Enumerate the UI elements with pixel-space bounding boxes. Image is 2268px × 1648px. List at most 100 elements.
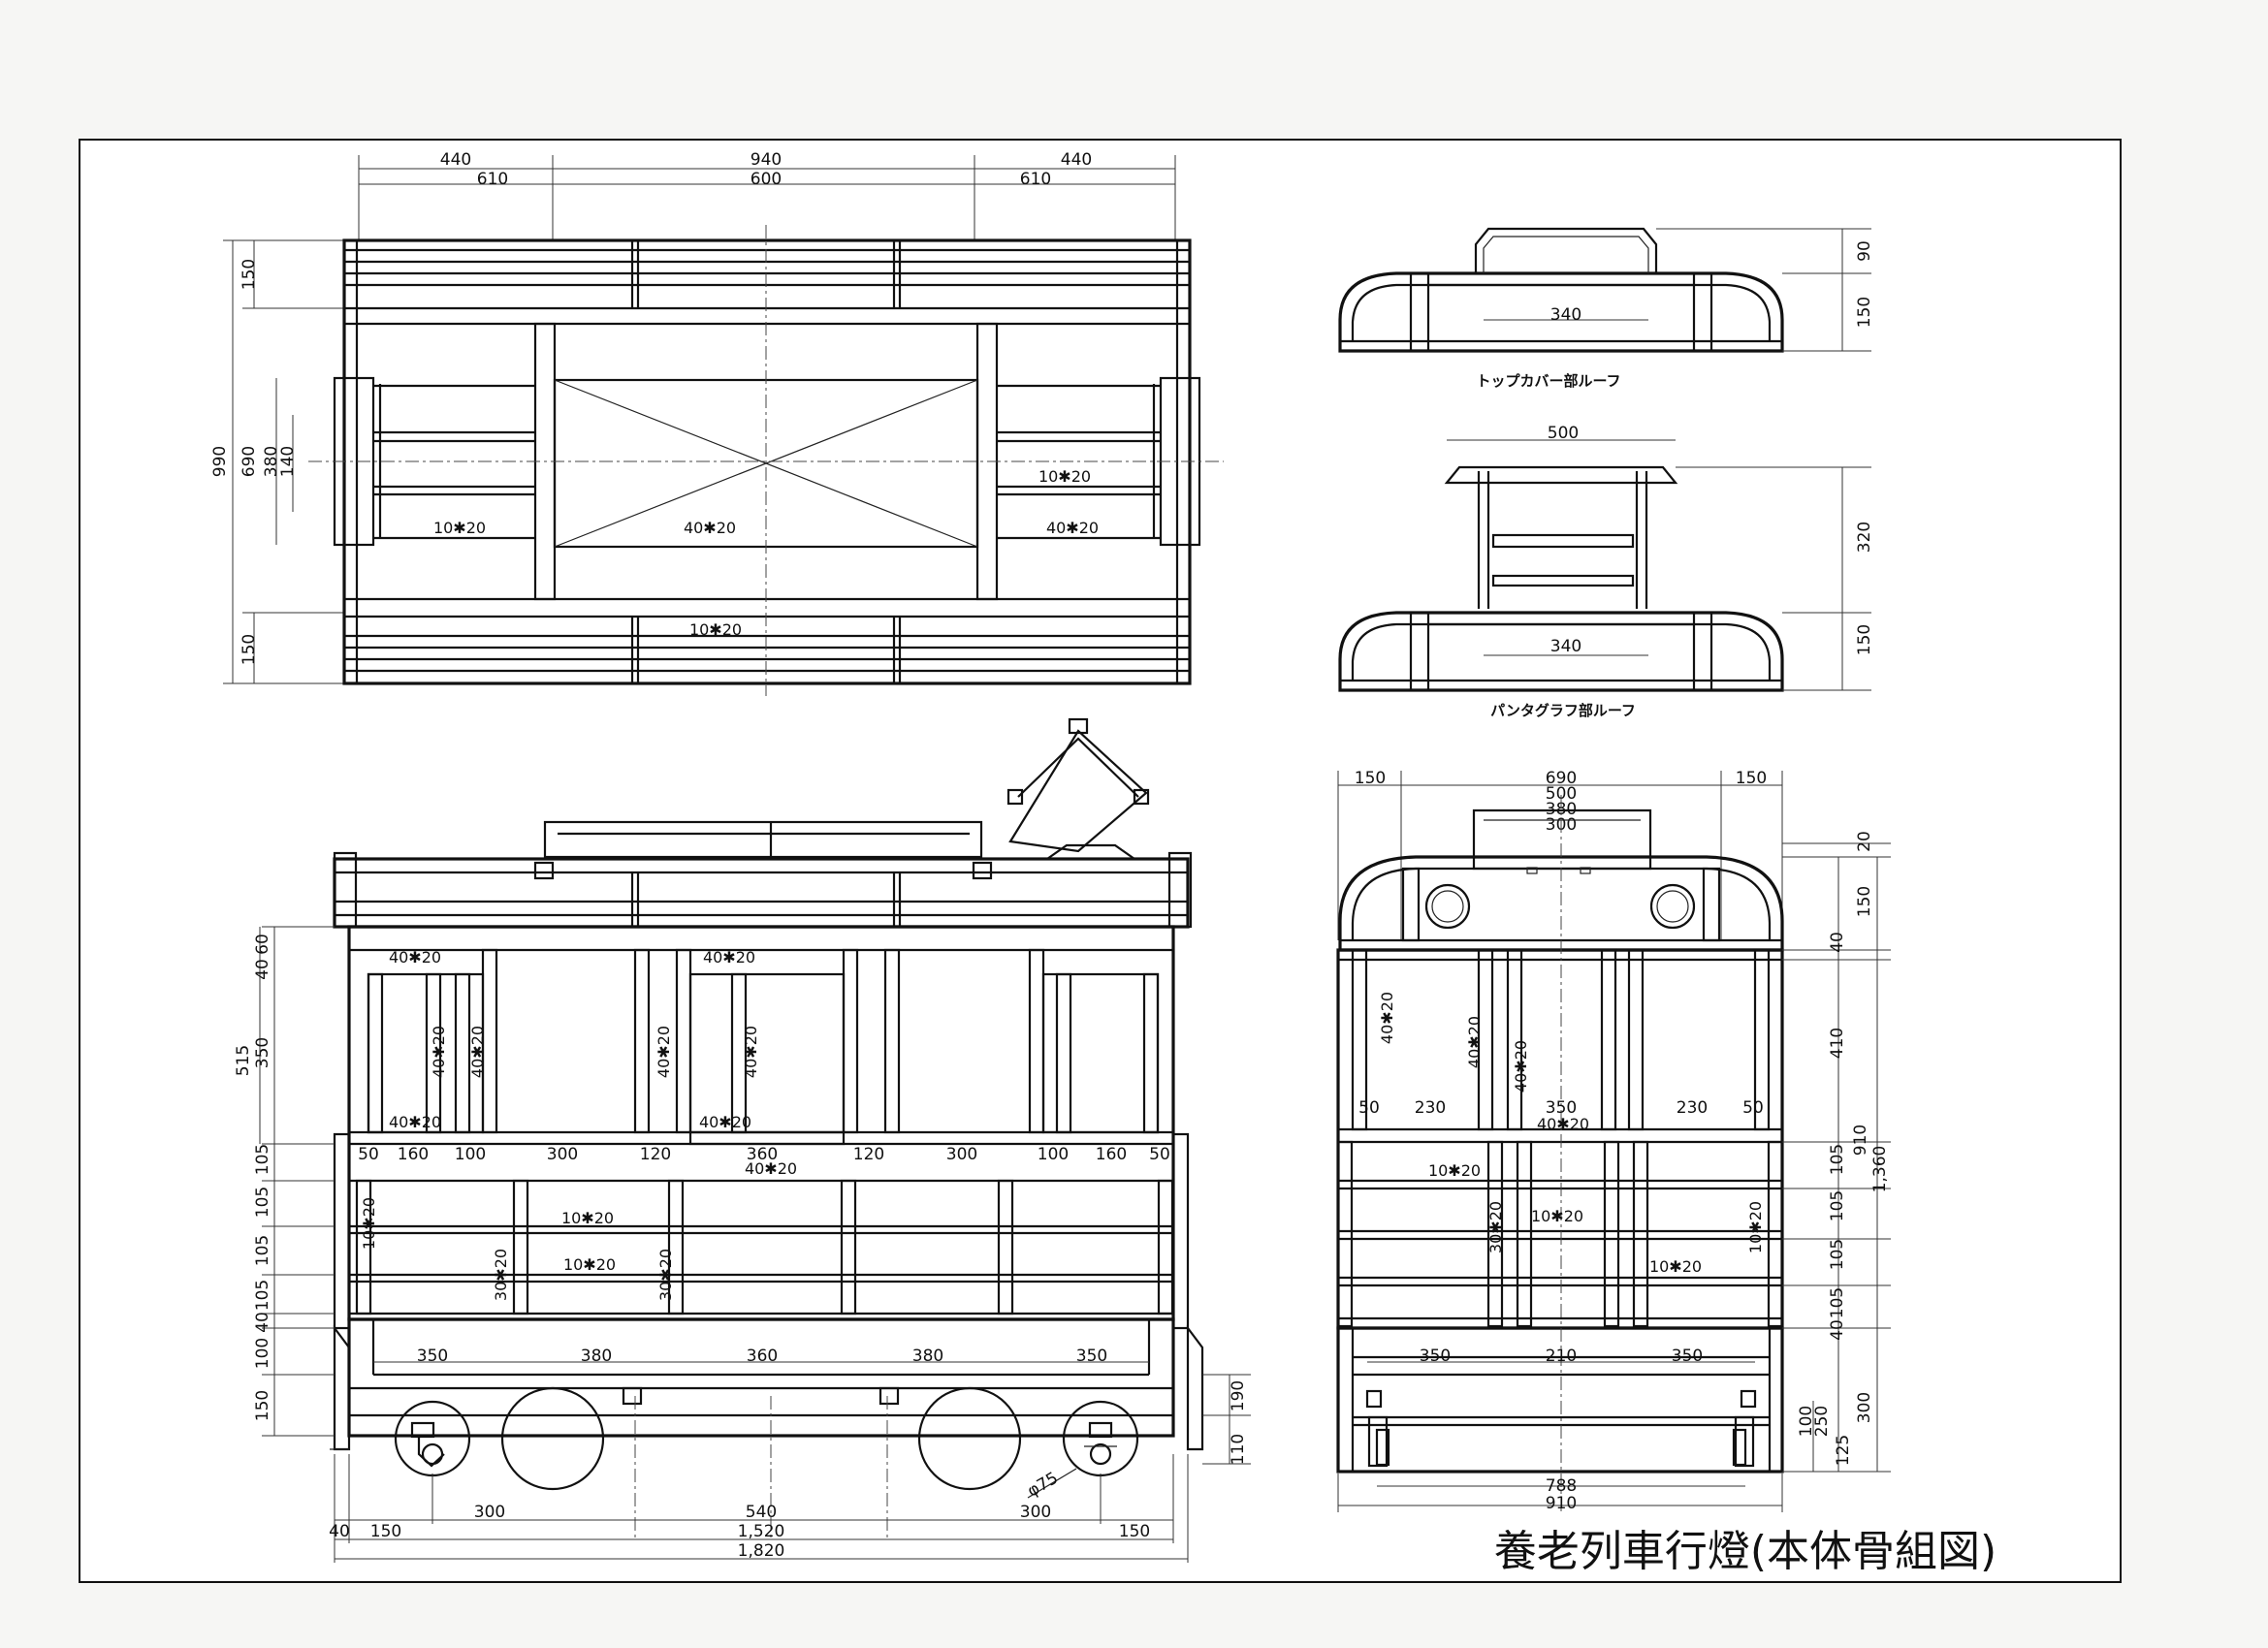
end-right-105a: 105 — [1828, 1144, 1847, 1175]
drawing-title: 養老列車行燈(本体骨組図) — [1494, 1527, 1996, 1576]
end-label-7: 10✱20 — [1649, 1257, 1702, 1276]
end-bottom-788: 788 — [1546, 1476, 1577, 1496]
side-lower-3: 360 — [747, 1347, 778, 1366]
end-right-910: 910 — [1851, 1125, 1870, 1156]
side-label-9: 40✱20 — [745, 1159, 797, 1178]
end-span-4: 230 — [1677, 1098, 1708, 1118]
plan-dim-left-140: 140 — [278, 446, 298, 477]
side-dim-105d: 105 — [253, 1280, 272, 1311]
end-right-105c: 105 — [1828, 1239, 1847, 1270]
end-label-6: 10✱20 — [1531, 1207, 1583, 1225]
plan-dim-left-150b: 150 — [240, 634, 259, 665]
end-right-105d: 105 — [1828, 1287, 1847, 1318]
side-span-5: 120 — [640, 1145, 671, 1164]
side-bottom-150a: 150 — [370, 1522, 401, 1541]
plan-dim-top-3: 440 — [1061, 150, 1092, 170]
side-label-7: 40✱20 — [389, 1113, 441, 1131]
side-bottom-150b: 150 — [1119, 1522, 1150, 1541]
pantograph-dim-340: 340 — [1550, 637, 1581, 656]
end-label-8: 30✱20 — [1486, 1201, 1505, 1253]
side-dim-190: 190 — [1229, 1380, 1248, 1411]
side-bottom-1820: 1,820 — [738, 1541, 785, 1561]
plan-dim-sub-3: 610 — [1020, 170, 1051, 189]
end-bottom-910: 910 — [1546, 1494, 1577, 1513]
side-bottom-540: 540 — [746, 1503, 777, 1522]
side-span-4: 300 — [547, 1145, 578, 1164]
plan-label-5: 10✱20 — [689, 620, 742, 639]
end-span-5: 50 — [1742, 1098, 1764, 1118]
end-view: 150 690 150 500 380 300 — [1336, 769, 1891, 1513]
side-label-14: 30✱20 — [656, 1249, 675, 1301]
drawing-border — [79, 139, 2122, 1583]
side-dim-105c: 105 — [253, 1235, 272, 1266]
side-bottom-300a: 300 — [474, 1503, 505, 1522]
side-lower-5: 350 — [1076, 1347, 1107, 1366]
top-cover-dim-150: 150 — [1855, 297, 1874, 328]
side-dim-515: 515 — [234, 1045, 253, 1076]
side-dim-150: 150 — [253, 1390, 272, 1421]
end-label-1: 40✱20 — [1378, 992, 1396, 1044]
end-right-300: 300 — [1855, 1392, 1874, 1423]
end-inner-125: 125 — [1834, 1435, 1853, 1466]
pantograph-dim-320: 320 — [1855, 522, 1874, 553]
end-right-1360: 1,360 — [1870, 1146, 1890, 1193]
side-span-6: 360 — [747, 1145, 778, 1164]
side-lower-1: 350 — [417, 1347, 448, 1366]
side-bottom-40: 40 — [329, 1522, 350, 1541]
side-span-1: 50 — [358, 1145, 379, 1164]
side-label-8: 40✱20 — [699, 1113, 751, 1131]
plan-dim-sub-1: 610 — [477, 170, 508, 189]
plan-label-3: 10✱20 — [1038, 467, 1091, 486]
top-cover-roof-caption: トップカバー部ルーフ — [1476, 372, 1620, 390]
end-right-150: 150 — [1855, 886, 1874, 917]
side-dim-40b: 40 — [253, 1312, 272, 1333]
side-dim-40: 40 — [253, 959, 272, 980]
side-dim-110: 110 — [1229, 1434, 1248, 1465]
plan-dim-top-1: 440 — [440, 150, 471, 170]
side-span-7: 120 — [853, 1145, 884, 1164]
end-right-40: 40 — [1828, 932, 1847, 953]
end-label-2: 40✱20 — [1465, 1016, 1484, 1068]
side-span-11: 50 — [1149, 1145, 1170, 1164]
end-dim-690: 690 — [1546, 769, 1577, 788]
pantograph-dim-500: 500 — [1548, 424, 1579, 443]
side-span-3: 100 — [455, 1145, 486, 1164]
side-view: 60 40 350 515 105 105 105 105 40 100 150… — [234, 717, 1251, 1563]
side-bottom-1520: 1,520 — [738, 1522, 785, 1541]
side-label-2: 40✱20 — [703, 948, 755, 967]
side-dim-105b: 105 — [253, 1187, 272, 1218]
end-lower-1: 350 — [1420, 1347, 1451, 1366]
end-lower-2: 210 — [1546, 1347, 1577, 1366]
end-label-3: 40✱20 — [1512, 1040, 1530, 1093]
side-label-1: 40✱20 — [389, 948, 441, 967]
top-cover-dim-90: 90 — [1855, 240, 1874, 262]
end-dim-500: 500 — [1546, 784, 1577, 804]
side-span-9: 100 — [1038, 1145, 1069, 1164]
end-span-2: 230 — [1415, 1098, 1446, 1118]
end-span-1: 50 — [1358, 1098, 1380, 1118]
side-label-12: 10✱20 — [360, 1197, 378, 1250]
end-right-20: 20 — [1855, 831, 1874, 852]
plan-dim-left-990: 990 — [210, 446, 230, 477]
side-lower-4: 380 — [912, 1347, 943, 1366]
plan-dim-left-690: 690 — [240, 446, 259, 477]
side-span-10: 160 — [1096, 1145, 1127, 1164]
end-right-40b: 40 — [1828, 1319, 1847, 1341]
side-span-2: 160 — [398, 1145, 429, 1164]
end-right-410: 410 — [1828, 1028, 1847, 1059]
side-lower-2: 380 — [581, 1347, 612, 1366]
plan-dim-left-150a: 150 — [240, 259, 259, 290]
end-right-105b: 105 — [1828, 1190, 1847, 1221]
end-dim-150a: 150 — [1355, 769, 1386, 788]
end-span-3: 350 — [1546, 1098, 1577, 1118]
side-dim-350: 350 — [253, 1037, 272, 1068]
plan-dim-sub-2: 600 — [751, 170, 782, 189]
side-label-11: 10✱20 — [563, 1255, 616, 1274]
side-span-8: 300 — [946, 1145, 977, 1164]
pantograph-dim-150: 150 — [1855, 624, 1874, 655]
side-dim-60: 60 — [253, 934, 272, 955]
side-label-13: 30✱20 — [492, 1249, 510, 1301]
end-label-5: 10✱20 — [1428, 1161, 1481, 1180]
